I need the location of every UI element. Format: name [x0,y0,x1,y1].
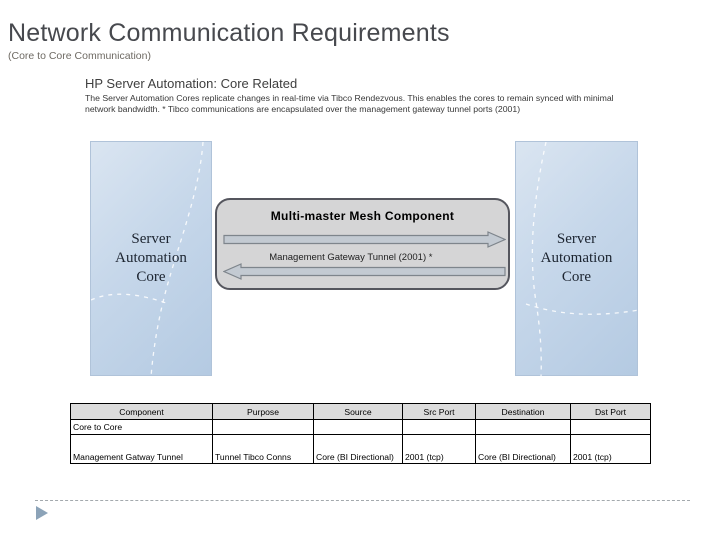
col-header-src-port: Src Port [402,403,476,420]
table-row: Management Gatway Tunnel Tunnel Tibco Co… [70,434,651,464]
cell: Core (BI Directional) [313,434,403,464]
cell [475,419,571,435]
decorative-dashes-icon [525,142,639,377]
decorative-dashes-icon [91,142,204,377]
ports-table: Component Purpose Source Src Port Destin… [70,403,651,464]
cell: 2001 (tcp) [402,434,476,464]
table-row: Core to Core [70,419,651,435]
page-subtitle: (Core to Core Communication) [8,50,151,62]
cell: Tunnel Tibco Conns [212,434,314,464]
footer-triangle-icon [36,506,48,520]
cell [402,419,476,435]
section-body-text: The Server Automation Cores replicate ch… [85,93,614,114]
table-header-row: Component Purpose Source Src Port Destin… [70,403,651,420]
col-header-purpose: Purpose [212,403,314,420]
right-block-arrow-icon [223,231,506,248]
left-block-arrow-icon [223,263,506,280]
col-header-source: Source [313,403,403,420]
left-core-box: Server Automation Core [90,141,212,377]
section-heading: HP Server Automation: Core Related [85,76,298,91]
footer-dashed-line [35,500,690,501]
col-header-dst-port: Dst Port [570,403,651,420]
cell: Core to Core [70,419,213,435]
col-header-destination: Destination [475,403,571,420]
cell [212,419,314,435]
left-core-label: Server Automation Core [115,231,187,285]
cell [570,419,651,435]
right-core-box: Server Automation Core [515,141,639,377]
cell: 2001 (tcp) [570,434,651,464]
cell: Management Gatway Tunnel [70,434,213,464]
col-header-component: Component [70,403,213,420]
tunnel-label: Management Gateway Tunnel (2001) * [269,252,433,263]
mesh-title: Multi-master Mesh Component [270,209,455,223]
right-core-label: Server Automation Core [540,231,613,285]
cell [313,419,403,435]
page-title: Network Communication Requirements [8,19,450,47]
mesh-component-box: Multi-master Mesh Component Management G… [215,198,510,290]
cell: Core (BI Directional) [475,434,571,464]
